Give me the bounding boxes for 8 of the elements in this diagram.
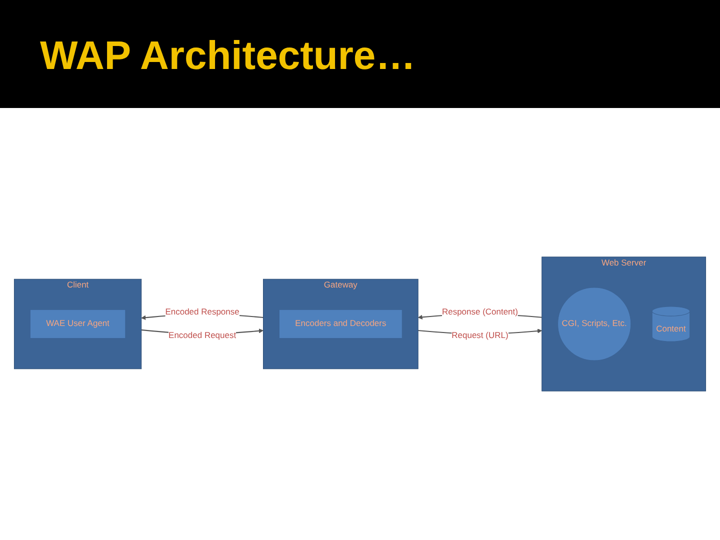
edge-label: Encoded Request <box>168 330 236 340</box>
edge-label: Response (Content) <box>442 308 518 317</box>
slide-title: WAP Architecture… <box>40 34 416 79</box>
edge-label: Request (URL) <box>452 330 508 340</box>
node-box: WAE User Agent <box>30 309 126 339</box>
node-circle: CGI, Scripts, Etc. <box>558 287 632 361</box>
edge-label: Encoded Response <box>165 308 240 317</box>
node-box: Encoders and Decoders <box>278 309 402 339</box>
